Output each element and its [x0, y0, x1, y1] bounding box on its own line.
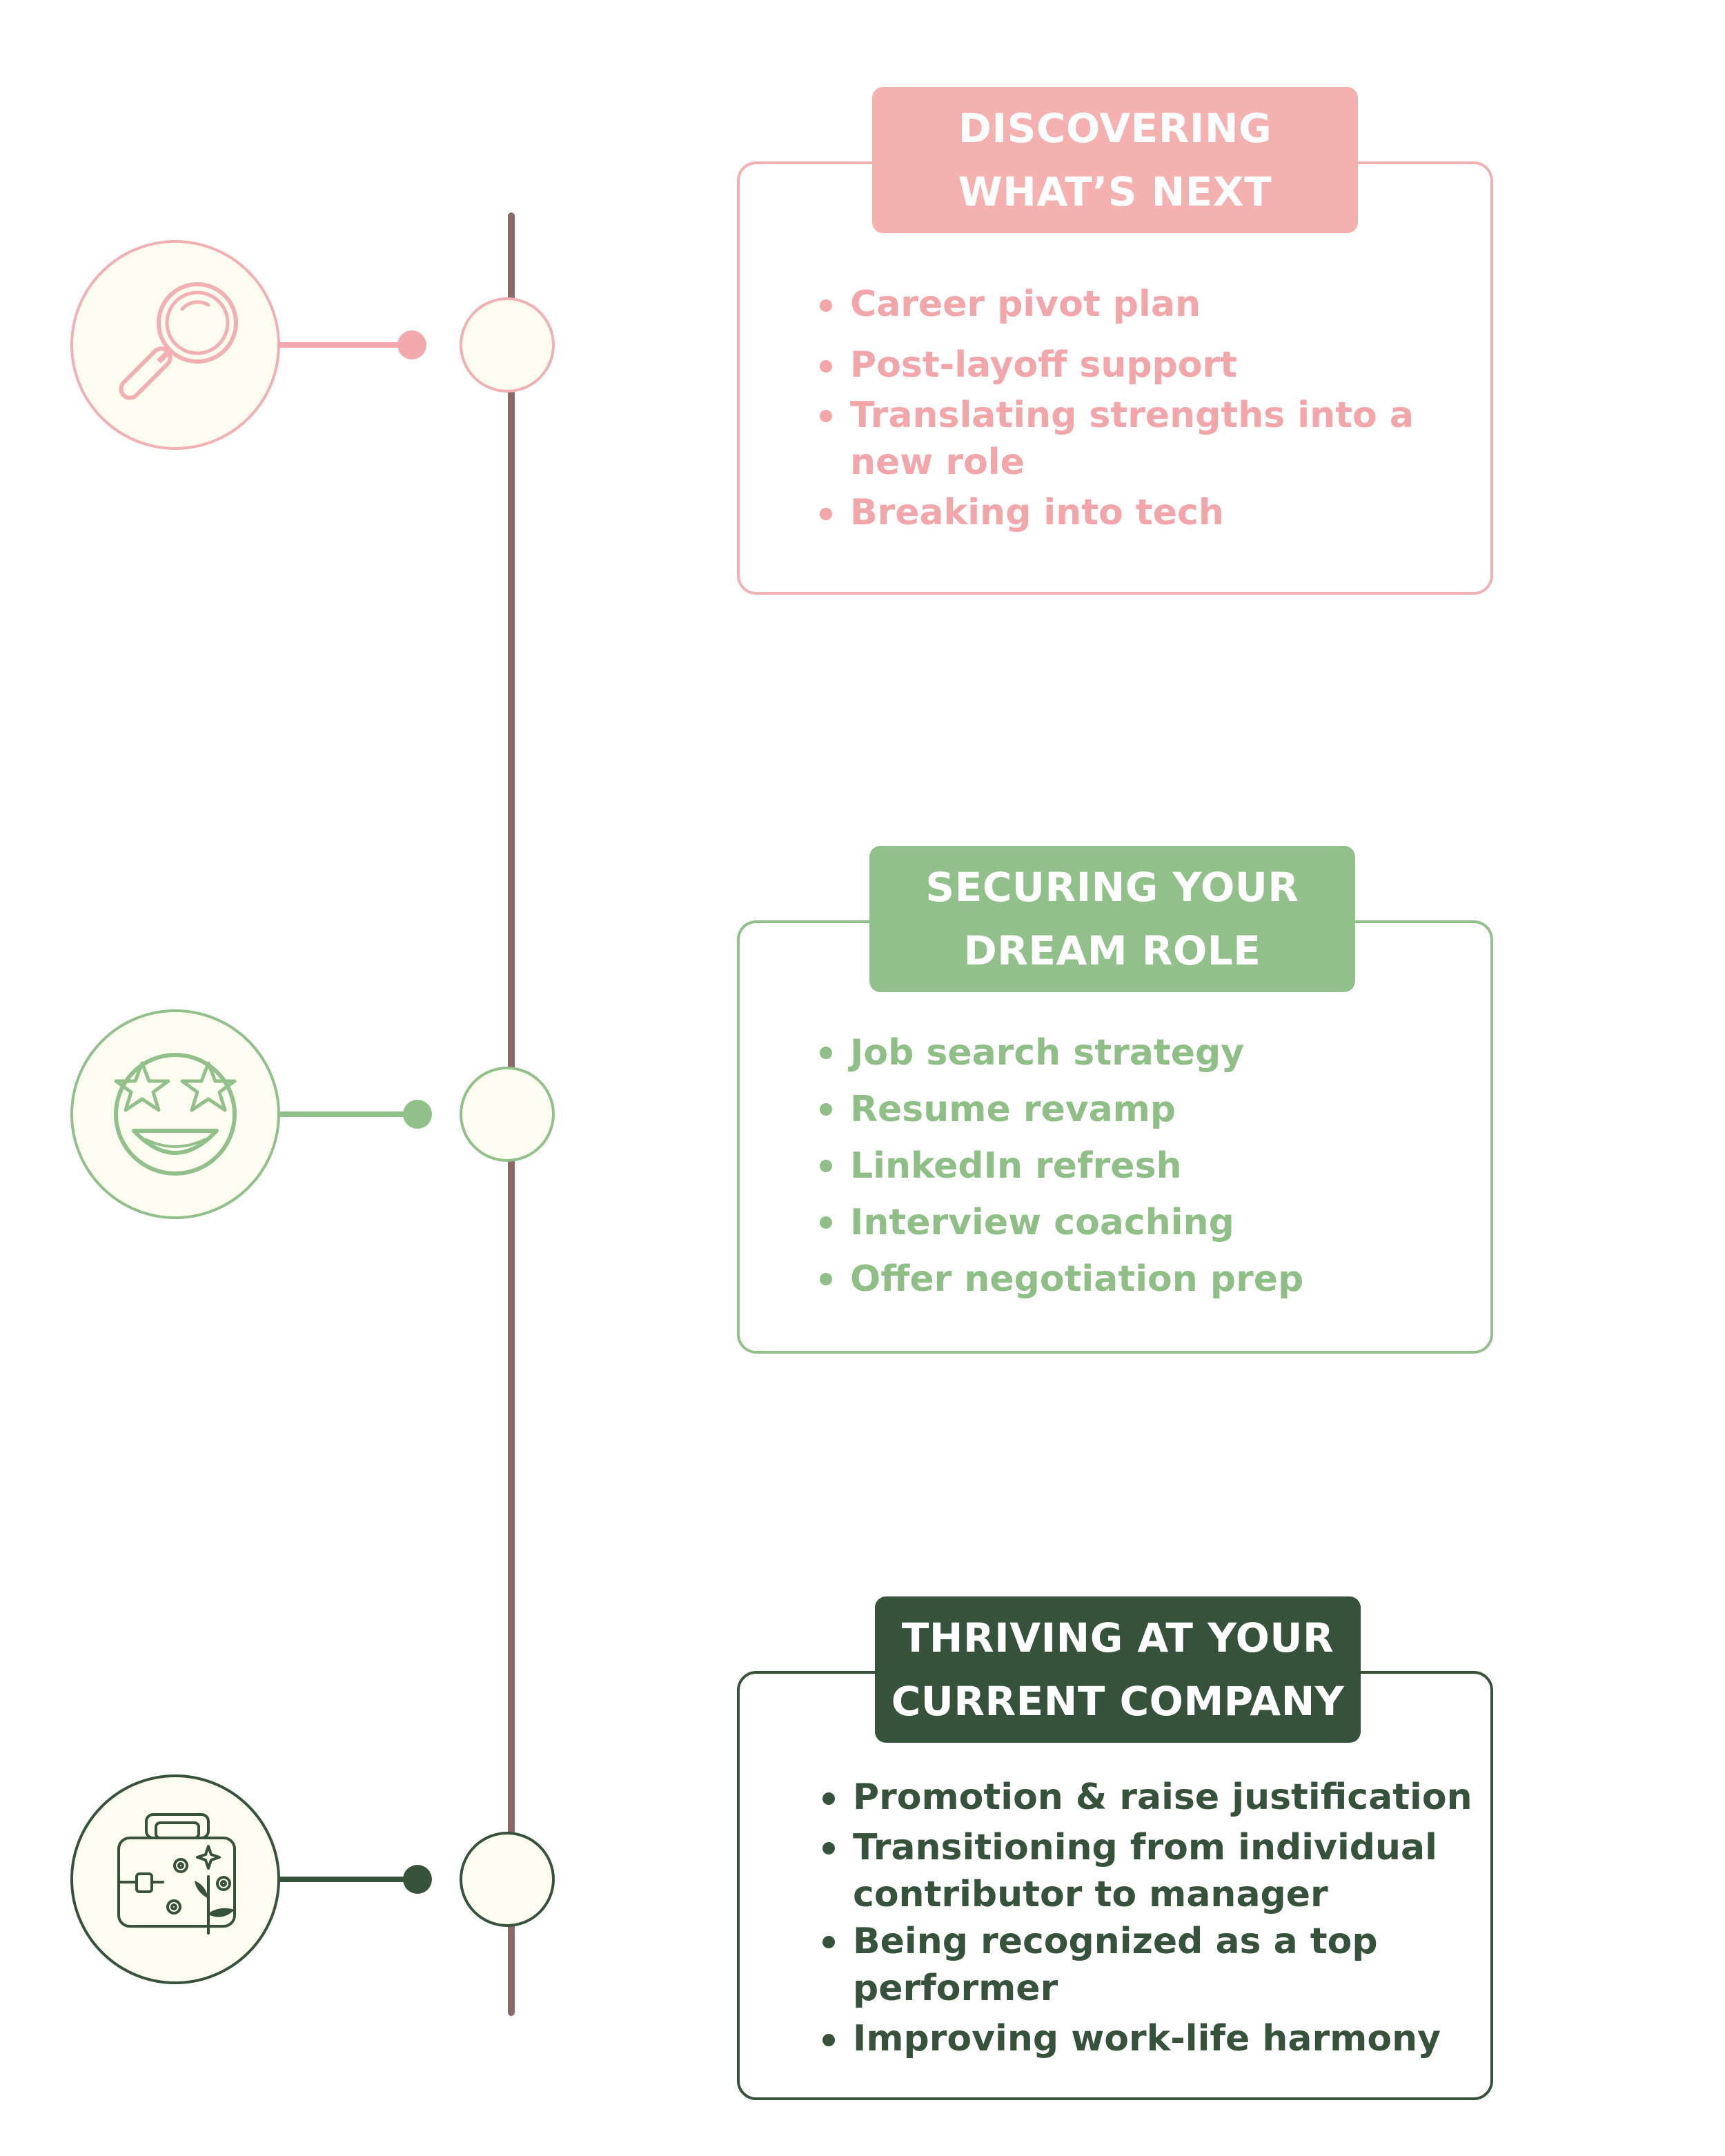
list-item: Career pivot plan — [818, 277, 1467, 331]
card-title: THRIVING AT YOUR CURRENT COMPANY — [875, 1596, 1361, 1743]
briefcase-flowers-icon — [117, 1813, 236, 1935]
timeline-node — [460, 1067, 555, 1162]
connector-line — [277, 342, 413, 348]
icon-circle — [70, 1009, 280, 1219]
list-item: Offer negotiation prep — [818, 1251, 1467, 1307]
card — [737, 920, 1493, 1354]
connector-dot — [403, 1865, 432, 1894]
card-title-line: THRIVING AT YOUR — [901, 1614, 1334, 1661]
card-title-line: WHAT’S NEXT — [958, 168, 1272, 215]
card-title: DISCOVERING WHAT’S NEXT — [872, 87, 1358, 233]
card-title-line: SECURING YOUR — [925, 864, 1299, 911]
list-item: Post-layoff support — [818, 338, 1467, 392]
item-list: Job search strategy Resume revamp Linked… — [818, 1025, 1467, 1307]
icon-circle — [70, 1774, 280, 1984]
card — [737, 161, 1493, 595]
list-item: Improving work-life harmony — [821, 2012, 1483, 2066]
item-list: Promotion & raise justification Transiti… — [821, 1770, 1483, 2066]
connector-dot — [397, 330, 426, 359]
connector-line — [277, 1877, 418, 1882]
list-item: Interview coaching — [818, 1194, 1467, 1251]
card-title-line: CURRENT COMPANY — [891, 1678, 1345, 1725]
card-title-line: DREAM ROLE — [963, 927, 1261, 974]
list-item: Translating strengths into a new role — [818, 392, 1467, 486]
list-item: Breaking into tech — [818, 486, 1467, 540]
connector-dot — [403, 1100, 432, 1129]
list-item: Promotion & raise justification — [821, 1770, 1483, 1824]
magnifying-glass-icon — [119, 282, 238, 400]
card-title: SECURING YOUR DREAM ROLE — [869, 846, 1355, 992]
item-list: Career pivot plan Post-layoff support Tr… — [818, 277, 1467, 540]
list-item: Resume revamp — [818, 1081, 1467, 1138]
card-title-line: DISCOVERING — [958, 105, 1272, 152]
list-item: Job search strategy — [818, 1025, 1467, 1081]
connector-line — [277, 1111, 418, 1117]
timeline-node — [460, 297, 555, 393]
list-item: Transitioning from individual contributo… — [821, 1824, 1483, 1918]
star-eyes-emoji-icon — [114, 1053, 237, 1176]
timeline-node — [460, 1832, 555, 1927]
list-item: LinkedIn refresh — [818, 1138, 1467, 1194]
list-item: Being recognized as a top performer — [821, 1918, 1483, 2012]
icon-circle — [70, 240, 280, 450]
